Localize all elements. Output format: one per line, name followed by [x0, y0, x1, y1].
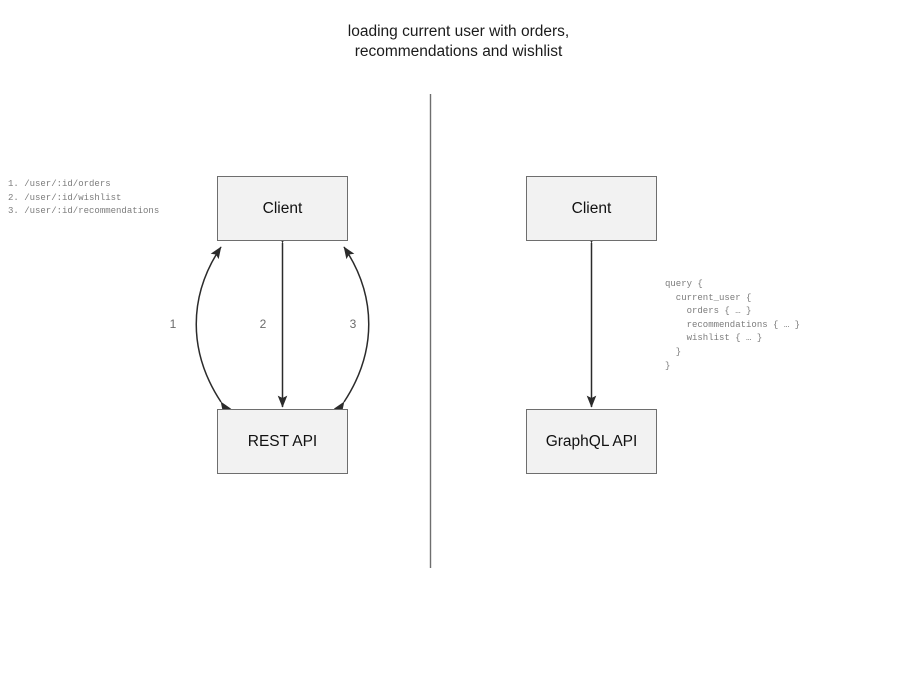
graphql-query-snippet: query { current_user { orders { … } reco… [665, 279, 801, 371]
node-client-graphql-label: Client [571, 199, 612, 217]
node-rest-api-label: REST API [247, 432, 318, 450]
edge-label-one: 1 [169, 317, 177, 331]
edge-arc-one [195, 246, 232, 415]
edge-label-two: 2 [259, 317, 267, 331]
edge-label-three: 3 [349, 317, 357, 331]
rest-endpoints-list: 1. /user/:id/orders 2. /user/:id/wishlis… [8, 179, 160, 217]
node-client-rest-label: Client [262, 199, 303, 217]
page-title: loading current user with orders, recomm… [347, 23, 570, 60]
edge-arc-three [333, 246, 370, 415]
node-client-graphql[interactable]: Client [526, 176, 657, 241]
node-graphql-api-label: GraphQL API [545, 432, 638, 450]
node-graphql-api[interactable]: GraphQL API [526, 409, 657, 474]
node-client-rest[interactable]: Client [217, 176, 348, 241]
node-rest-api[interactable]: REST API [217, 409, 348, 474]
